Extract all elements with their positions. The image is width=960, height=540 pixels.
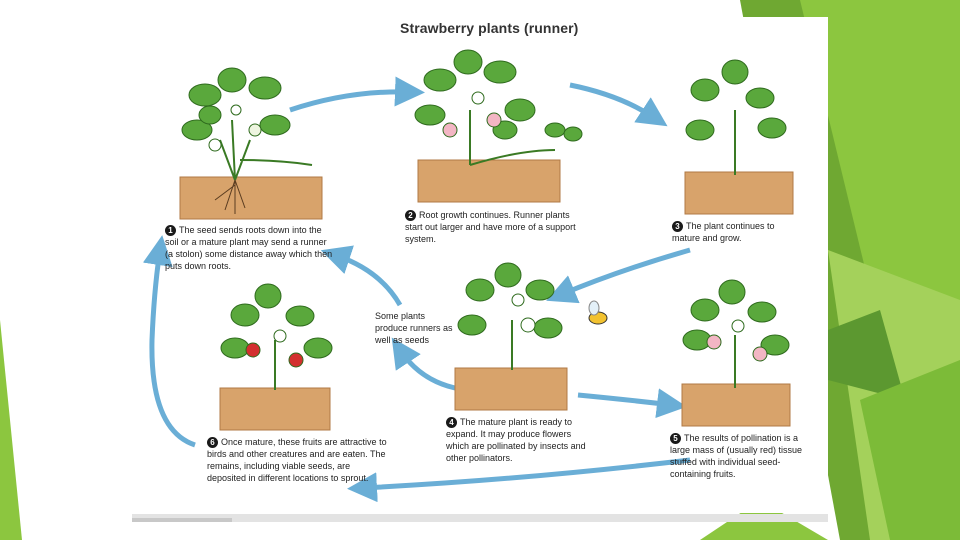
soil-block-1: [179, 176, 323, 220]
plant-6: [220, 283, 333, 390]
plant-1: [181, 67, 313, 181]
side-note: Some plants produce runners as well as s…: [375, 311, 453, 345]
soil-block-5: [681, 383, 791, 427]
green-shape-right-2: [800, 0, 960, 330]
bee-icon: [588, 300, 608, 325]
step-6-text: Once mature, these fruits are attractive…: [207, 437, 387, 483]
step-1-number: 1: [165, 225, 176, 236]
plant-4: [457, 262, 563, 370]
green-shape-right-5: [860, 360, 960, 540]
step-2-number: 2: [405, 210, 416, 221]
step-4-text: The mature plant is ready to expand. It …: [446, 417, 586, 463]
arrow-4-to-5: [577, 388, 687, 419]
plant-2: [414, 49, 583, 166]
footer-bar: [132, 514, 828, 522]
step-1-text: The seed sends roots down into the soil …: [165, 225, 333, 271]
soil-block-4: [454, 367, 568, 411]
footer-bar-accent: [132, 518, 232, 522]
roots-1: [214, 179, 246, 214]
diagram-title: Strawberry plants (runner): [400, 20, 579, 36]
step-6-number: 6: [207, 437, 218, 448]
step-5-number: 5: [670, 433, 681, 444]
step-4-number: 4: [446, 417, 457, 428]
arrow-from-step-4: [391, 337, 456, 391]
green-shape-right-4: [828, 310, 905, 400]
soil-block-3: [684, 171, 794, 215]
arrow-1-to-2: [289, 76, 425, 113]
plant-3: [685, 59, 787, 175]
arrow-2-to-3: [569, 82, 668, 127]
step-3-text: The plant continues to mature and grow.: [672, 221, 775, 243]
soil-block-6: [219, 387, 331, 431]
step-2-text: Root growth continues. Runner plants sta…: [405, 210, 576, 244]
plant-5: [682, 279, 790, 388]
step-3-number: 3: [672, 221, 683, 232]
arrow-to-step-1-runner: [320, 245, 403, 307]
green-triangle-left: [0, 320, 22, 540]
arrow-6-to-1: [142, 235, 196, 448]
arrow-3-to-4: [546, 247, 691, 304]
soil-block-2: [417, 159, 561, 203]
step-5-text: The results of pollination is a large ma…: [670, 433, 803, 479]
arrow-5-to-6: [347, 457, 691, 503]
